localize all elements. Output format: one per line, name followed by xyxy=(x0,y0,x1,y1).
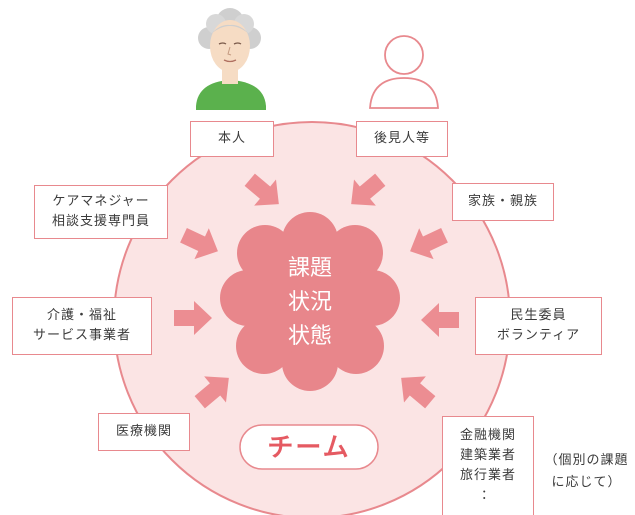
issue-cloud xyxy=(220,212,400,391)
team-label-pill xyxy=(239,424,379,470)
box-kazoku: 家族・親族 xyxy=(452,183,554,221)
cloud-text: 課題 状況 状態 xyxy=(288,256,332,349)
caremanager-line-2: 相談支援専門員 xyxy=(51,214,150,229)
box-caremanager: ケアマネジャー 相談支援専門員 xyxy=(34,185,168,239)
kinyu-line-2: 建築業者 xyxy=(459,448,516,463)
person-outline-icon xyxy=(369,35,439,109)
note-line-1: （個別の課題 xyxy=(544,453,629,468)
arrows xyxy=(174,173,459,409)
arrow-from-iryo xyxy=(194,376,229,409)
box-kokennin: 後見人等 xyxy=(356,121,448,157)
box-honnin: 本人 xyxy=(190,121,274,157)
elderly-person-icon xyxy=(196,8,266,110)
box-iryo: 医療機関 xyxy=(98,413,190,451)
cloud-line-2: 状況 xyxy=(288,290,332,315)
kazoku-label: 家族・親族 xyxy=(467,194,538,209)
caremanager-line-1: ケアマネジャー xyxy=(52,194,150,209)
note-line-2: に応じて） xyxy=(551,475,622,490)
box-kaigo: 介護・福祉 サービス事業者 xyxy=(12,297,152,355)
box-minsei: 民生委員 ボランティア xyxy=(475,297,602,355)
box-kinyu: 金融機関 建築業者 旅行業者 ： xyxy=(442,416,534,515)
iryo-label: 医療機関 xyxy=(115,424,172,439)
individual-issue-note: （個別の課題 に応じて） xyxy=(538,450,635,494)
arrow-from-honnin xyxy=(244,173,279,206)
kinyu-line-1: 金融機関 xyxy=(459,428,516,443)
arrow-from-kaigo xyxy=(174,301,212,335)
kaigo-line-1: 介護・福祉 xyxy=(46,308,117,323)
minsei-line-2: ボランティア xyxy=(496,328,581,343)
arrow-from-kinyu xyxy=(401,376,436,409)
honnin-label: 本人 xyxy=(217,131,246,146)
cloud-line-3: 状態 xyxy=(288,324,332,349)
arrow-from-caremanager xyxy=(180,227,218,260)
kinyu-line-3: 旅行業者 xyxy=(459,468,516,483)
kaigo-line-2: サービス事業者 xyxy=(32,328,131,343)
minsei-line-1: 民生委員 xyxy=(510,308,567,323)
arrow-from-kazoku xyxy=(410,227,448,260)
arrow-from-kokennin xyxy=(351,173,386,206)
kokennin-label: 後見人等 xyxy=(373,131,430,146)
team-label: チーム xyxy=(267,433,350,463)
kinyu-line-4: ： xyxy=(480,488,495,503)
cloud-line-1: 課題 xyxy=(288,256,332,281)
arrow-from-minsei xyxy=(421,303,459,337)
